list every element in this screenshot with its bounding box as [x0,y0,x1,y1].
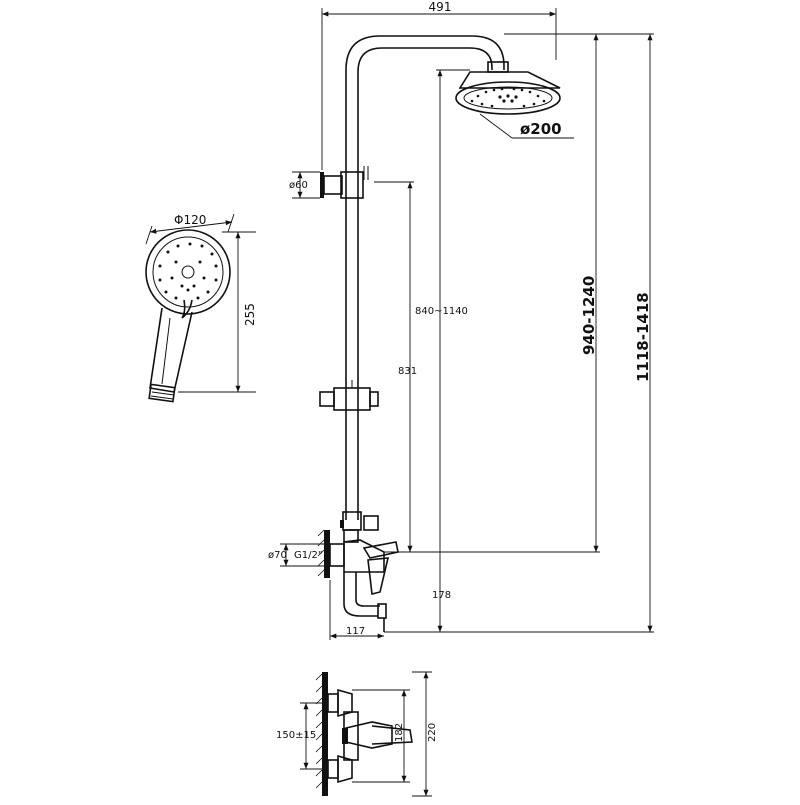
dim-hand-shower-length: 255 [178,231,257,393]
dim-bracket-diameter: ø60 [289,171,320,199]
dim-mixer-total: 220 [412,671,438,797]
mixer-side-view [317,511,399,632]
dim-head-to-base: 178 [384,69,600,632]
dim-total-height: 940-1240 [504,33,600,552]
dim-hand-shower-diameter: Φ120 [145,213,235,245]
label-overall-height: 1118-1418 [634,292,652,382]
label-mixer-height: 182 [394,723,405,742]
wall-hatch-icon [317,529,325,577]
label-slider-height: 831 [398,366,417,377]
label-491: 491 [429,0,452,14]
label-thread: G1/2" [294,550,322,561]
label-mount-spacing: 150±15 [276,730,316,741]
hand-nozzles-icon [158,242,218,300]
dim-mixer-height: 182 [352,689,410,783]
hand-shower-slider [319,380,379,411]
label-mixer-total: 220 [427,723,438,742]
label-spout-projection: 117 [346,626,365,637]
label-bracket-diameter: ø60 [289,180,308,191]
dim-flange: ø70 G1/2" [268,543,330,567]
head-shower: ø200 [455,61,574,139]
shower-rail [320,166,369,520]
label-hand-shower-diameter: Φ120 [174,213,206,227]
label-flange-diameter: ø70 [268,550,287,561]
label-hand-shower-length: 255 [243,303,257,326]
label-spout-height: 178 [432,590,451,601]
wall-hatch-bottom-icon [315,673,323,789]
dim-mount-spacing: 150±15 [276,702,328,770]
label-slide-range: 840~1140 [415,306,468,317]
shower-arm [345,35,505,172]
dim-slider-height: 840~1140 831 [374,181,468,552]
head-nozzles-icon [470,87,546,108]
dim-spout-projection: 117 [329,580,384,640]
dim-reach-width: 491 [321,0,557,170]
label-head-diameter: ø200 [520,120,562,138]
hand-shower [145,229,231,403]
label-total-height: 940-1240 [580,276,598,355]
dim-overall-height: 1118-1418 [384,33,654,633]
